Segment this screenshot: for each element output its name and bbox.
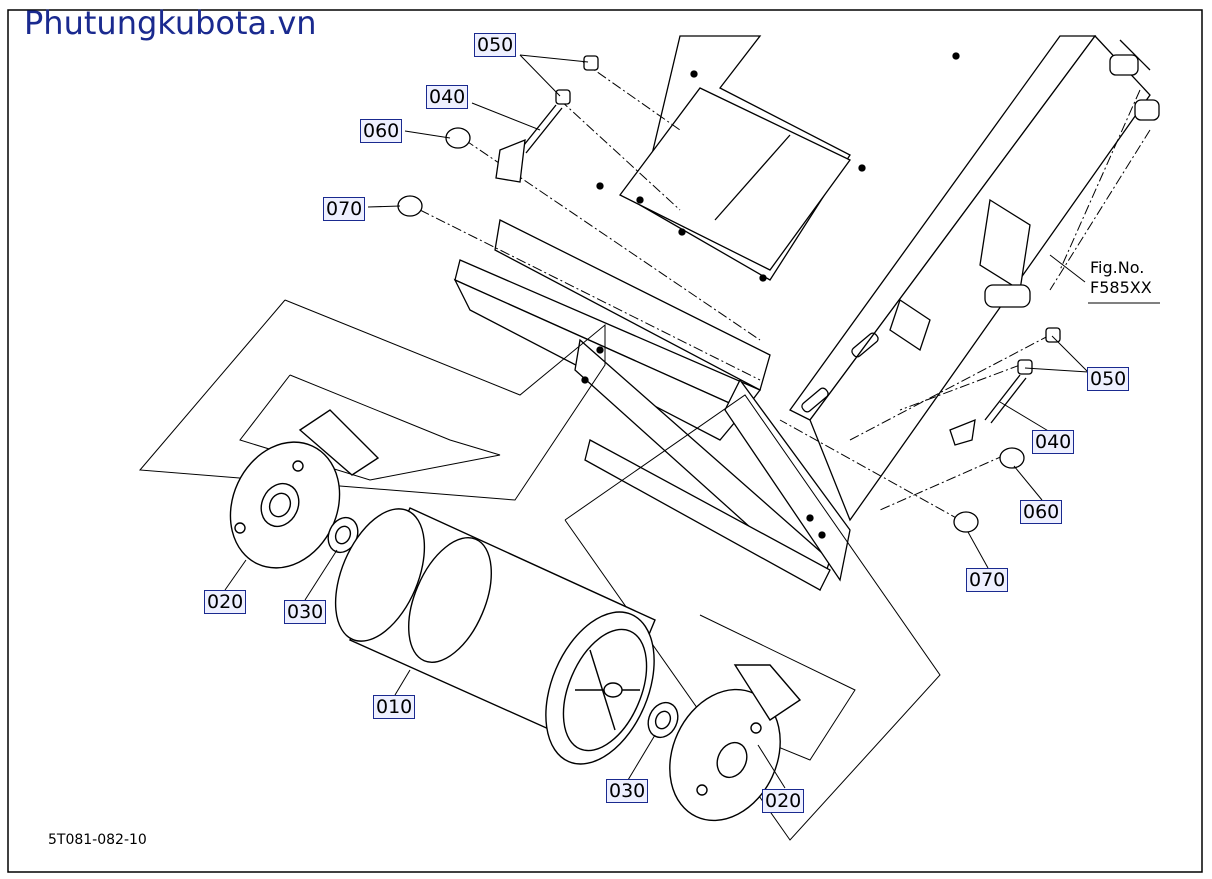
page-border xyxy=(7,9,1203,873)
callout-010[interactable]: 010 xyxy=(373,695,416,719)
callout-030-right[interactable]: 030 xyxy=(606,779,649,803)
callout-050-right[interactable]: 050 xyxy=(1087,367,1130,391)
frame-assembly xyxy=(453,34,1160,592)
left-flange xyxy=(229,409,380,569)
right-flange xyxy=(669,664,802,822)
callout-070-top[interactable]: 070 xyxy=(323,197,366,221)
callout-040-right[interactable]: 040 xyxy=(1032,430,1075,454)
figure-number: Fig.No. F585XX xyxy=(1090,258,1152,298)
callout-060-right[interactable]: 060 xyxy=(1020,500,1063,524)
callout-040-top[interactable]: 040 xyxy=(426,85,469,109)
figure-number-line2: F585XX xyxy=(1090,278,1152,297)
fasteners xyxy=(397,55,1061,533)
drawing-code: 5T081-082-10 xyxy=(48,832,147,848)
figure-number-line1: Fig.No. xyxy=(1090,258,1145,277)
callout-070-right[interactable]: 070 xyxy=(966,568,1009,592)
callout-050-top[interactable]: 050 xyxy=(474,33,517,57)
site-watermark: Phutungkubota.vn xyxy=(24,4,317,42)
drum xyxy=(334,507,656,765)
right-bearing xyxy=(647,701,679,739)
callout-020-right[interactable]: 020 xyxy=(762,789,805,813)
leader-lines xyxy=(224,54,1160,789)
callout-030-left[interactable]: 030 xyxy=(284,600,327,624)
callout-060-top[interactable]: 060 xyxy=(360,119,403,143)
callout-020-left[interactable]: 020 xyxy=(204,590,247,614)
